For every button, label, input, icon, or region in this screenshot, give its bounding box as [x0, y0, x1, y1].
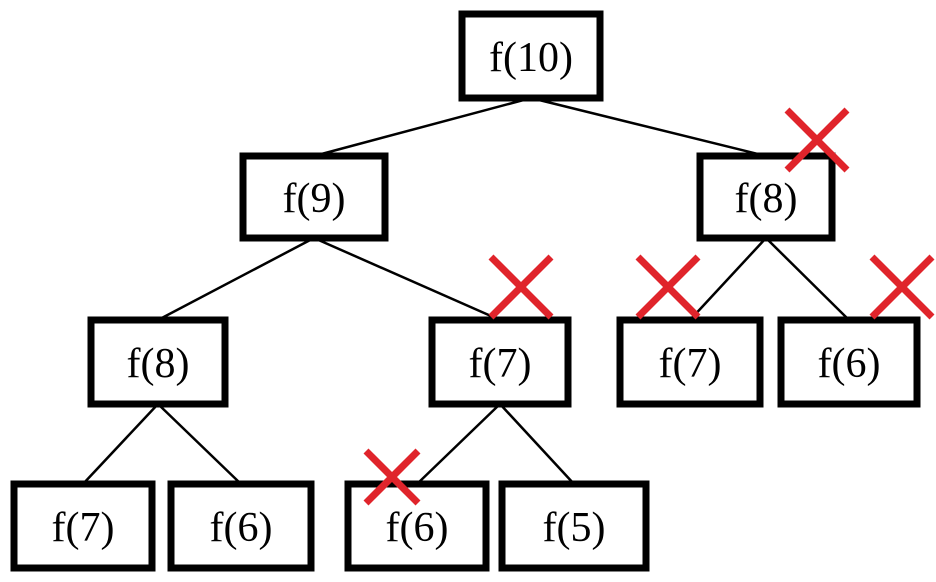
tree-edge-n8r-n6r	[765, 237, 850, 321]
tree-edge-n8l-n7l	[82, 403, 159, 485]
node-label: f(6)	[210, 505, 273, 551]
pruned-cross-icon	[363, 448, 421, 506]
pruned-marks	[363, 107, 935, 506]
tree-edge-n7m-n5	[499, 403, 575, 485]
tree-node-n8l: f(8)	[87, 316, 229, 408]
node-label: f(8)	[735, 176, 798, 222]
node-label: f(8)	[127, 341, 190, 387]
node-label: f(7)	[659, 341, 722, 387]
node-box	[167, 480, 315, 572]
node-label: f(9)	[283, 176, 346, 222]
node-box	[777, 316, 921, 408]
tree-edge-n7m-n6m	[416, 403, 501, 485]
node-label: f(6)	[386, 505, 449, 551]
node-box	[239, 152, 389, 242]
node-label: f(7)	[52, 505, 115, 551]
tree-edge-n9-n8l	[157, 236, 315, 322]
node-box	[458, 10, 604, 102]
tree-node-n8r: f(8)	[696, 152, 836, 242]
node-box	[616, 316, 764, 408]
pruned-cross-icon	[635, 254, 701, 320]
node-box	[498, 480, 650, 572]
tree-nodes: f(10) f(9) f(8) f(8) f(7) f(7) f(6) f(7) f(6) f(6…	[10, 10, 921, 572]
tree-node-n6l: f(6)	[167, 480, 315, 572]
node-label: f(6)	[818, 341, 881, 387]
tree-edge-n9-n7m	[313, 236, 501, 322]
node-box	[428, 316, 572, 408]
tree-node-n5: f(5)	[498, 480, 650, 572]
tree-node-n10: f(10)	[458, 10, 604, 102]
tree-edge-n10-n8r	[530, 96, 767, 158]
tree-edge-n8r-n7r	[689, 237, 767, 321]
node-box	[10, 480, 156, 572]
tree-node-n9: f(9)	[239, 152, 389, 242]
tree-edges	[82, 96, 850, 485]
tree-node-n7r: f(7)	[616, 316, 764, 408]
node-label: f(7)	[469, 341, 532, 387]
tree-node-n6r: f(6)	[777, 316, 921, 408]
node-box	[696, 152, 836, 242]
node-label: f(10)	[489, 35, 573, 81]
pruned-cross-icon	[869, 254, 935, 320]
tree-node-n7m: f(7)	[428, 316, 572, 408]
tree-node-n7l: f(7)	[10, 480, 156, 572]
node-box	[87, 316, 229, 408]
pruned-cross-icon	[784, 107, 850, 173]
node-label: f(5)	[543, 505, 606, 551]
tree-edge-n10-n9	[313, 96, 532, 158]
tree-edge-n8l-n6l	[157, 403, 242, 485]
pruned-cross-icon	[488, 254, 554, 320]
